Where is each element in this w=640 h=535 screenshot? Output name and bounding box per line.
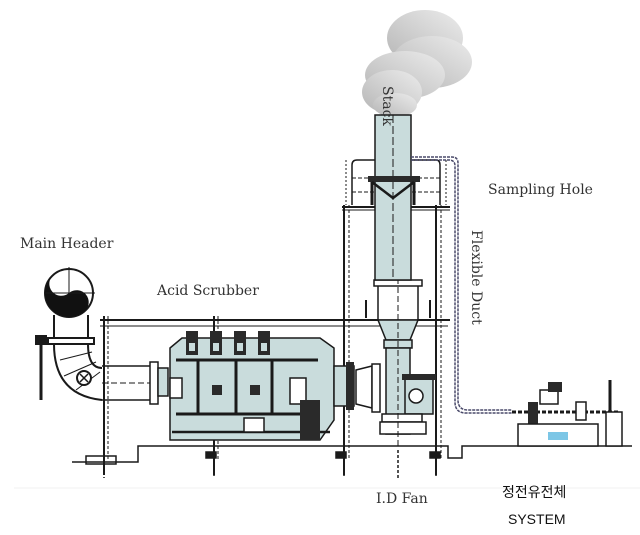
label-sampling-hole: Sampling Hole <box>488 182 593 198</box>
main-header <box>35 267 103 401</box>
label-main-header: Main Header <box>20 236 114 252</box>
system-unit <box>512 380 623 447</box>
label-stack: Stack <box>379 86 395 126</box>
label-id-fan: I.D Fan <box>376 491 428 507</box>
ground-line <box>72 445 632 478</box>
acid-scrubber <box>169 331 335 441</box>
id-fan <box>365 278 436 446</box>
label-system: SYSTEM <box>508 511 566 527</box>
flexible-duct <box>411 156 512 414</box>
stack <box>368 114 420 281</box>
fan-inlet-duct <box>333 362 381 413</box>
label-flexible-duct: Flexible Duct <box>468 230 484 325</box>
inlet-duct <box>102 361 169 405</box>
label-acid-scrubber: Acid Scrubber <box>157 283 259 299</box>
label-system-korean: 정전유전체 <box>502 484 567 500</box>
smoke-cloud <box>362 10 472 117</box>
